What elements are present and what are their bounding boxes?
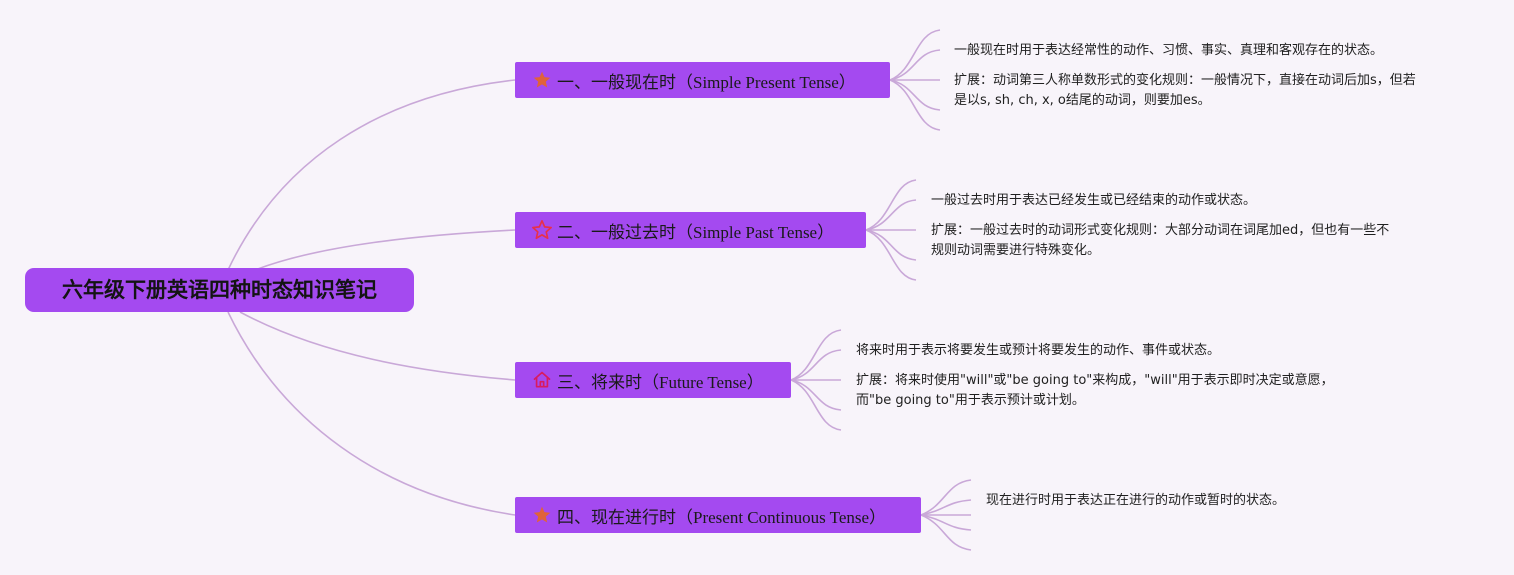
note-extension-line: 扩展：一般过去时的动词形式变化规则：大部分动词在词尾加ed，但也有一些不 <box>931 223 1390 238</box>
star-filled-icon <box>531 504 553 526</box>
branch-title: 四、现在进行时（Present Continuous Tense） <box>557 507 887 527</box>
connector-b3-fan-4 <box>790 379 842 411</box>
note-definition: 现在进行时用于表达正在进行的动作或暂时的状态。 <box>986 493 1286 508</box>
connector-b3-fan-1 <box>790 329 842 381</box>
connector-b3-fan-5 <box>790 379 842 431</box>
connector-root-branch-4 <box>227 311 516 516</box>
branch-title: 一、一般现在时（Simple Present Tense） <box>557 72 856 92</box>
branch-node-present-continuous[interactable]: 四、现在进行时（Present Continuous Tense） <box>515 497 921 533</box>
note-extension-line: 而"be going to"用于表示预计或计划。 <box>856 393 1085 408</box>
connector-b1-fan-5 <box>889 79 941 131</box>
connector-b3-fan-2 <box>790 349 842 381</box>
connector-root-branch-2 <box>254 229 516 271</box>
connector-b2-fan-4 <box>865 229 917 261</box>
connector-b2-fan-5 <box>865 229 917 281</box>
note-extension-line: 是以s, sh, ch, x, o结尾的动词，则要加es。 <box>954 93 1211 108</box>
connector-b4-fan-2 <box>920 499 972 516</box>
connector-root-branch-1 <box>227 79 516 271</box>
branch-node-future[interactable]: 三、将来时（Future Tense） <box>515 362 791 398</box>
connector-b4-fan-1 <box>920 479 972 516</box>
note-definition: 一般现在时用于表达经常性的动作、习惯、事实、真理和客观存在的状态。 <box>954 43 1384 58</box>
connector-b1-fan-2 <box>889 49 941 81</box>
note-extension-line: 扩展：动词第三人称单数形式的变化规则：一般情况下，直接在动词后加s，但若 <box>954 73 1416 88</box>
branch-node-simple-present[interactable]: 一、一般现在时（Simple Present Tense） <box>515 62 890 98</box>
connector-b2-fan-2 <box>865 199 917 231</box>
branch-title: 二、一般过去时（Simple Past Tense） <box>557 222 835 242</box>
star-filled-icon <box>531 69 553 91</box>
branch-title: 三、将来时（Future Tense） <box>557 372 764 392</box>
note-definition: 将来时用于表示将要发生或预计将要发生的动作、事件或状态。 <box>856 343 1221 358</box>
note-extension-line: 扩展：将来时使用"will"或"be going to"来构成，"will"用于… <box>856 373 1334 388</box>
branch-node-simple-past[interactable]: 二、一般过去时（Simple Past Tense） <box>515 212 866 248</box>
root-node[interactable]: 六年级下册英语四种时态知识笔记 <box>25 268 414 312</box>
star-outline-icon <box>531 219 553 241</box>
connector-b1-fan-1 <box>889 29 941 81</box>
connector-root-branch-3 <box>239 311 516 381</box>
connector-b1-fan-4 <box>889 79 941 111</box>
home-icon <box>531 369 553 391</box>
connector-b4-fan-4 <box>920 514 972 531</box>
connector-b4-fan-5 <box>920 514 972 551</box>
note-extension-line: 规则动词需要进行特殊变化。 <box>931 243 1101 258</box>
note-definition: 一般过去时用于表达已经发生或已经结束的动作或状态。 <box>931 193 1257 208</box>
connector-b2-fan-1 <box>865 179 917 231</box>
